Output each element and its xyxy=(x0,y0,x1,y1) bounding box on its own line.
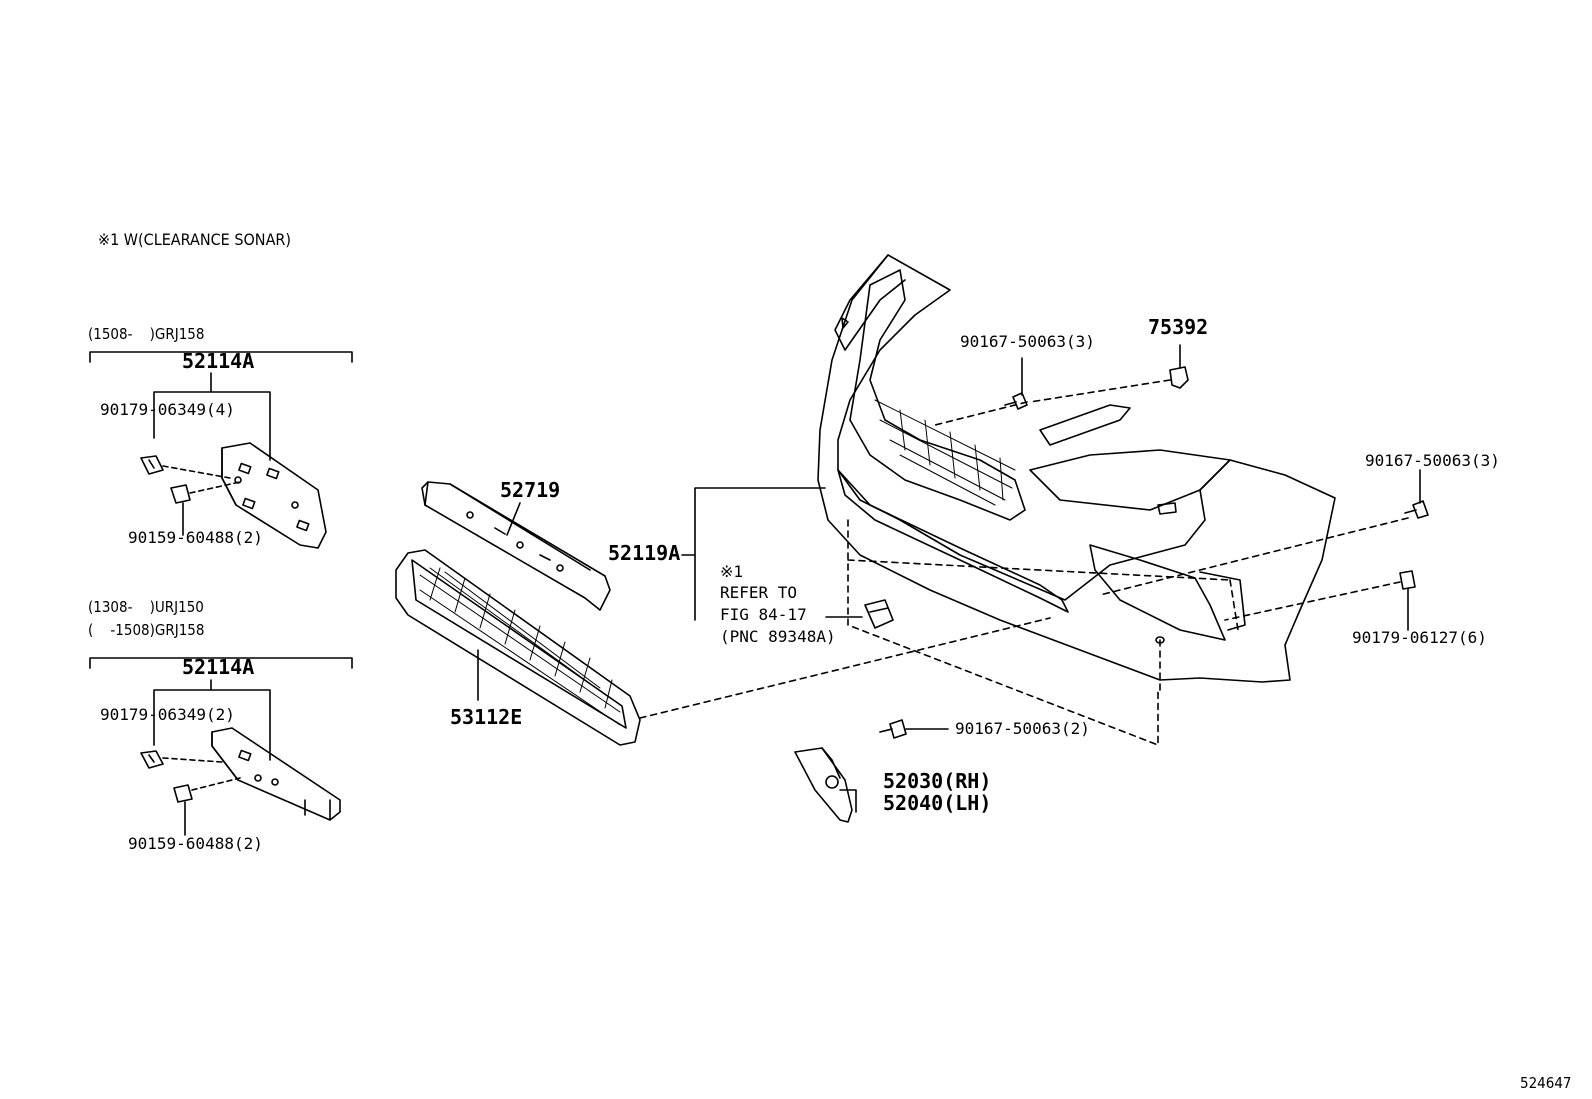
part-52040[interactable]: 52040(LH) xyxy=(883,791,992,815)
part-53112E[interactable]: 53112E xyxy=(450,705,523,729)
refer-line-1: REFER TO xyxy=(720,583,798,602)
bumper-hardware xyxy=(639,344,1429,719)
bolt-right xyxy=(1404,500,1429,519)
part-52030[interactable]: 52030(RH) xyxy=(883,769,992,793)
bolt-top xyxy=(1004,392,1028,410)
bracket-upper-group xyxy=(89,351,353,549)
range-lower-1: (1308- )URJ150 xyxy=(88,598,204,616)
part-bolt-upper[interactable]: 90159-60488(2) xyxy=(128,528,263,547)
part-bolt-lower[interactable]: 90159-60488(2) xyxy=(128,834,263,853)
refer-line-2[interactable]: FIG 84-17 xyxy=(720,605,807,624)
part-75392[interactable]: 75392 xyxy=(1148,315,1209,339)
fog-cover xyxy=(794,719,949,823)
refer-mark: ※1 xyxy=(720,562,744,581)
nut-upper xyxy=(140,455,164,475)
bolt-bottom xyxy=(879,719,907,739)
bracket-lower-group xyxy=(89,657,353,836)
leader-52114A-lower xyxy=(153,679,271,761)
nut-right xyxy=(1399,570,1416,590)
license-bracket-lower xyxy=(211,727,341,821)
grille-53112E xyxy=(395,549,641,746)
range-upper: (1508- )GRJ158 xyxy=(88,325,205,343)
leader-52119A xyxy=(681,487,826,621)
figure-number: 524647 xyxy=(1520,1074,1572,1092)
range-bracket-upper xyxy=(89,351,353,363)
part-52114A-lower[interactable]: 52114A xyxy=(182,655,255,679)
dashed-outline xyxy=(847,519,1239,746)
leader-52114A-upper xyxy=(153,372,271,461)
sonar-clip xyxy=(864,599,894,629)
nut-lower xyxy=(140,750,164,769)
range-lower-2: ( -1508)GRJ158 xyxy=(88,621,205,639)
retainer-52719 xyxy=(421,481,611,611)
clip-75392 xyxy=(1169,366,1189,389)
refer-line-3: (PNC 89348A) xyxy=(720,627,836,646)
part-52719[interactable]: 52719 xyxy=(500,478,561,502)
note-clearance-sonar: ※1 W(CLEARANCE SONAR) xyxy=(98,230,292,249)
part-nut-right[interactable]: 90179-06127(6) xyxy=(1352,628,1487,647)
bumper-cover xyxy=(681,254,1336,746)
part-52114A-upper[interactable]: 52114A xyxy=(182,349,255,373)
part-nut-lower[interactable]: 90179-06349(2) xyxy=(100,705,235,724)
leader-52719 xyxy=(506,502,521,536)
bolt-upper xyxy=(170,484,191,504)
part-nut-upper[interactable]: 90179-06349(4) xyxy=(100,400,235,419)
part-bolt-bottom[interactable]: 90167-50063(2) xyxy=(955,719,1090,738)
part-bolt-top[interactable]: 90167-50063(3) xyxy=(960,332,1095,351)
bolt-lower xyxy=(173,784,193,803)
part-52119A[interactable]: 52119A xyxy=(608,541,681,565)
part-bolt-right[interactable]: 90167-50063(3) xyxy=(1365,451,1500,470)
range-bracket-lower xyxy=(89,657,353,669)
